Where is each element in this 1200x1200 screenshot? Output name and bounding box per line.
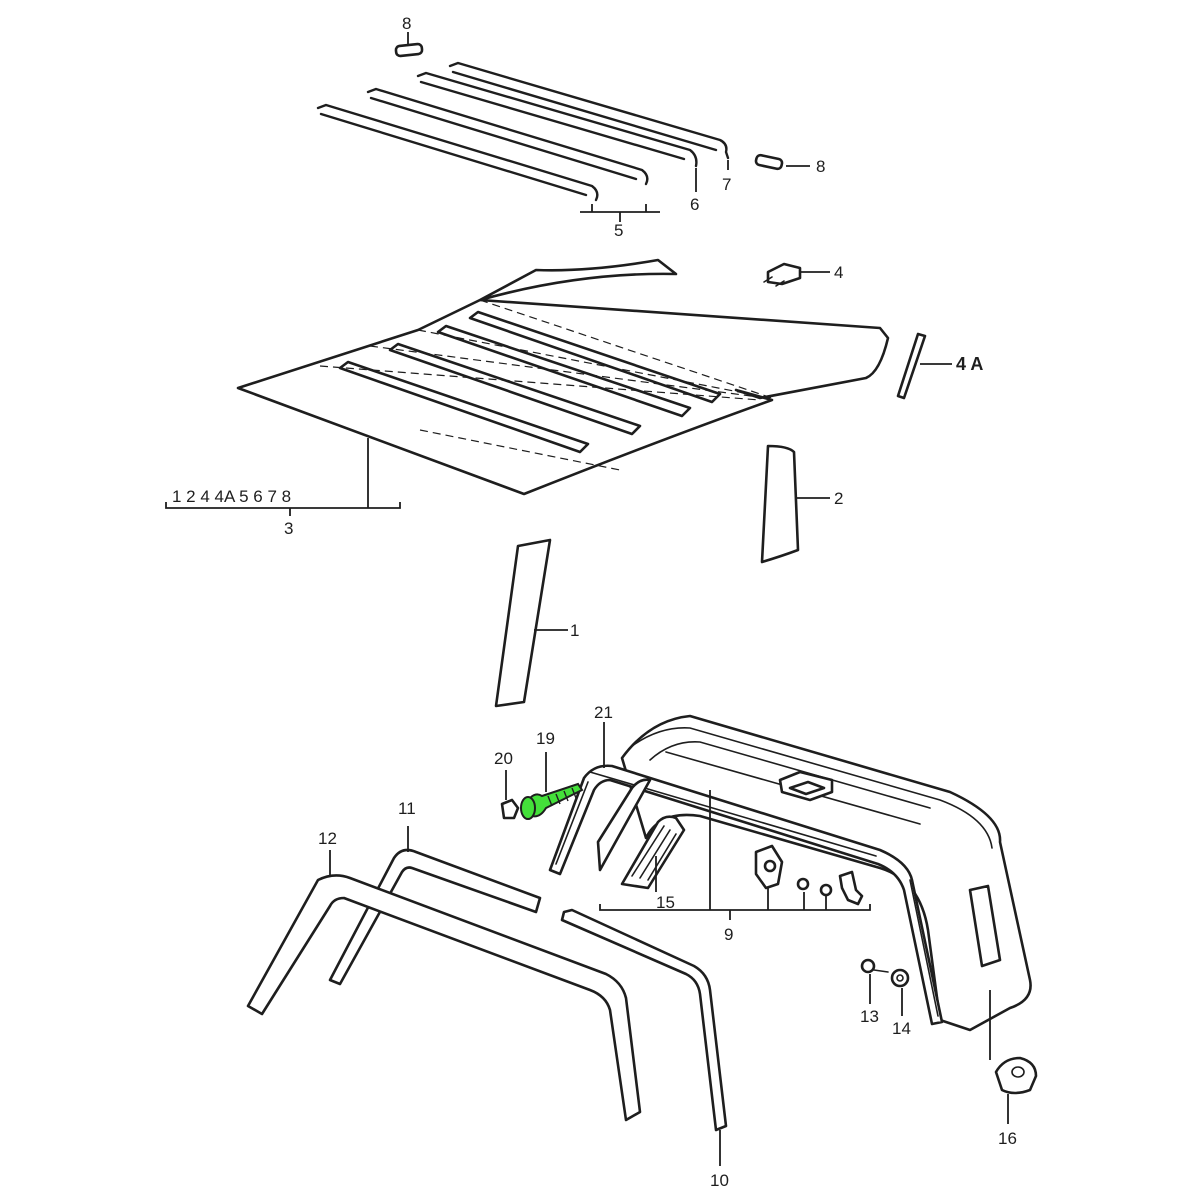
callout-11: 11 — [398, 799, 416, 818]
part-5-roof-bow-a[interactable] — [366, 87, 649, 186]
callout-8-right: 8 — [816, 157, 825, 176]
callout-10: 10 — [710, 1171, 729, 1190]
callout-16: 16 — [998, 1129, 1017, 1148]
part-8-plug-top[interactable] — [394, 42, 424, 58]
part-8-plug-right[interactable] — [754, 153, 784, 171]
callout-5: 5 — [614, 221, 623, 240]
callout-21: 21 — [594, 703, 613, 722]
callout-15: 15 — [656, 893, 675, 912]
part-9-bracket[interactable] — [838, 870, 864, 906]
callout-9: 9 — [724, 925, 733, 944]
part-9-washer-b[interactable] — [819, 883, 833, 897]
callout-20: 20 — [494, 749, 513, 768]
part-19-screw-highlighted[interactable] — [520, 782, 584, 820]
leader-lines — [165, 32, 1009, 1166]
part-4-latch-bracket[interactable] — [763, 262, 802, 287]
callout-12: 12 — [318, 829, 337, 848]
part-1-pillar-trim[interactable] — [494, 538, 552, 708]
part-15-vent-grille[interactable] — [596, 778, 686, 890]
part-9-hood-assembly[interactable] — [620, 714, 1032, 1032]
part-13-screw[interactable] — [860, 958, 889, 974]
part-16-rubber-bumper[interactable] — [994, 1056, 1038, 1095]
part-12-outer-trim[interactable] — [246, 874, 642, 1122]
part-9-clip[interactable] — [754, 844, 784, 890]
part-11-inner-trim[interactable] — [328, 848, 542, 986]
part-5-roof-bow-b[interactable] — [316, 103, 599, 202]
part-4a-rod[interactable] — [896, 332, 927, 400]
callout-14: 14 — [892, 1019, 911, 1038]
callout-13: 13 — [860, 1007, 879, 1026]
part-20-nut[interactable] — [500, 798, 520, 820]
part-10-side-seal-strip[interactable] — [560, 908, 728, 1132]
callout-4: 4 — [834, 263, 843, 282]
part-14-grommet[interactable] — [890, 968, 910, 988]
callout-4a: 4 A — [956, 354, 983, 374]
callout-19: 19 — [536, 729, 555, 748]
part-7-roof-bow[interactable] — [448, 61, 730, 160]
callout-3-group-list: 1 2 4 4A 5 6 7 8 — [172, 487, 291, 506]
part-6-roof-bow[interactable] — [416, 71, 698, 168]
part-9-washer-a[interactable] — [796, 877, 810, 891]
callout-8-top: 8 — [402, 14, 411, 33]
part-3-roof-canvas[interactable] — [236, 258, 890, 496]
callout-1: 1 — [570, 621, 579, 640]
part-2-quarter-panel[interactable] — [760, 444, 800, 564]
callout-6: 6 — [690, 195, 699, 214]
callout-7: 7 — [722, 175, 731, 194]
callout-2: 2 — [834, 489, 843, 508]
callout-3: 3 — [284, 519, 293, 538]
